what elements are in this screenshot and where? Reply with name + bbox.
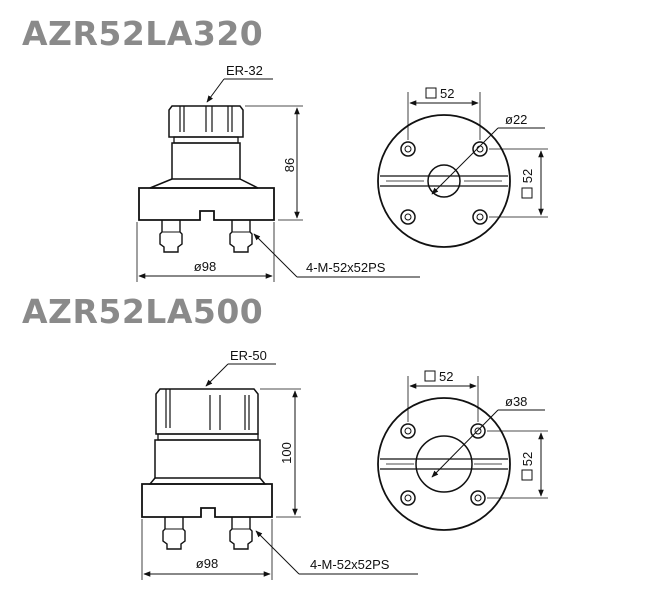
plan-view-bottom — [377, 397, 511, 531]
dimension-pattern-y-top: 52 — [489, 148, 548, 218]
dimension-collet-bottom: ER-50 — [205, 348, 276, 387]
mount-label-bottom: 4-M-52x52PS — [310, 557, 390, 572]
height-label-top: 86 — [282, 158, 297, 172]
dimension-collet-top: ER-32 — [206, 63, 273, 103]
dimension-mount-bottom: 4-M-52x52PS — [255, 530, 418, 575]
collet-label-bottom: ER-50 — [230, 348, 267, 363]
dimension-pattern-x-bottom: 52 — [407, 369, 479, 422]
pattern-x-label-bottom: 52 — [439, 369, 453, 384]
dimension-height-bottom: 100 — [260, 388, 301, 518]
bore-label-bottom: ø38 — [505, 394, 527, 409]
dimension-mount-top: 4-M-52x52PS — [253, 233, 420, 278]
pattern-y-label-bottom: 52 — [520, 452, 535, 466]
diameter-label-top: ø98 — [194, 259, 216, 274]
model-title-bottom: AZR52LA500 — [22, 292, 264, 331]
diameter-label-bottom: ø98 — [196, 556, 218, 571]
side-view-bottom — [141, 388, 273, 550]
pattern-x-label-top: 52 — [440, 86, 454, 101]
plan-view-top — [377, 114, 511, 248]
dimension-diameter-top: ø98 — [136, 222, 275, 282]
dimension-height-top: 86 — [245, 105, 303, 221]
dimension-pattern-y-bottom: 52 — [487, 430, 548, 499]
bolt-holes-bottom — [400, 423, 486, 506]
collet-label-top: ER-32 — [226, 63, 263, 78]
dimension-pattern-x-top: 52 — [407, 86, 481, 140]
model-title-top: AZR52LA320 — [22, 14, 264, 53]
mount-label-top: 4-M-52x52PS — [306, 260, 386, 275]
dimension-bore-bottom: ø38 — [431, 394, 545, 478]
side-view-top — [138, 105, 275, 253]
pattern-y-label-top: 52 — [520, 169, 535, 183]
height-label-bottom: 100 — [279, 442, 294, 464]
bore-label-top: ø22 — [505, 112, 527, 127]
bolt-holes-top — [400, 141, 488, 225]
dimension-bore-top: ø22 — [431, 112, 545, 195]
dimension-diameter-bottom: ø98 — [141, 519, 273, 580]
